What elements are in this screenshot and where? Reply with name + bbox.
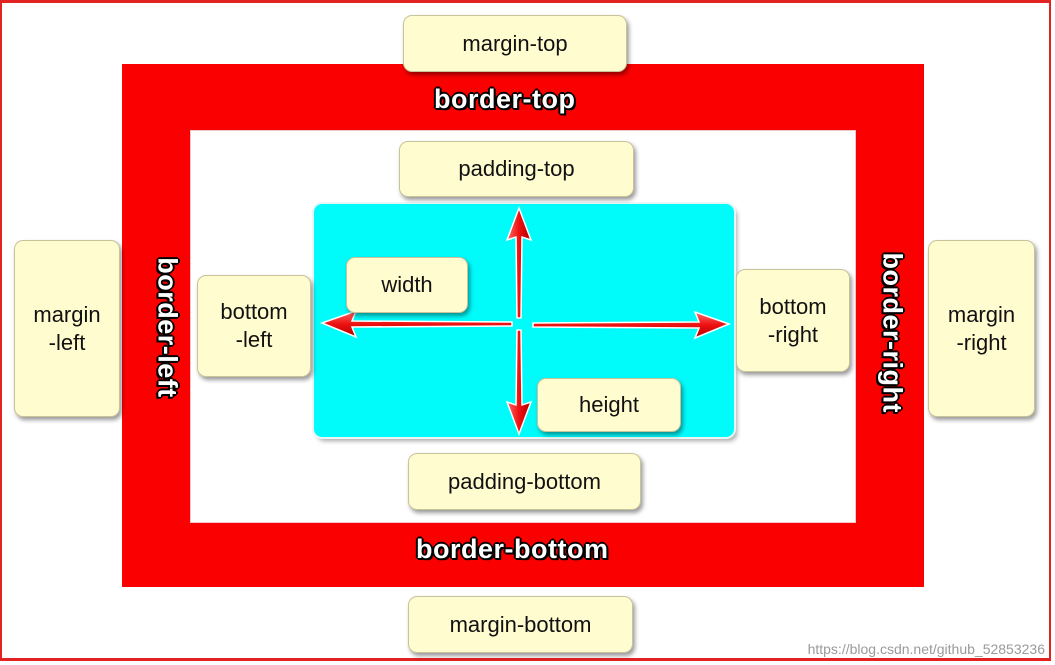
padding-right-label: bottom -right [736,269,850,372]
height-label: height [537,378,681,432]
margin-right-text: margin -right [947,301,1016,355]
margin-right-label: margin -right [928,240,1035,417]
margin-left-label: margin -left [14,240,120,417]
padding-top-label: padding-top [399,141,634,197]
margin-top-text: margin-top [462,30,568,56]
width-label: width [346,257,468,313]
arrow-right-icon [532,310,732,340]
arrow-down-icon [505,329,533,437]
border-top-text: border-top [434,84,576,114]
padding-left-label: bottom -left [197,275,311,377]
padding-top-text: padding-top [458,156,575,181]
margin-top-label: margin-top [403,15,627,72]
margin-bottom-label: margin-bottom [408,596,633,653]
border-bottom-text: border-bottom [416,534,609,564]
padding-bottom-label: padding-bottom [408,453,641,510]
arrow-up-icon [505,205,533,319]
padding-right-text: bottom -right [759,293,827,347]
arrow-left-icon [319,309,513,339]
width-text: width [381,272,433,297]
margin-bottom-text: margin-bottom [449,611,592,637]
margin-left-text: margin -left [33,301,101,355]
padding-left-text: bottom -left [220,299,288,352]
watermark-text: https://blog.csdn.net/github_52853236 [807,641,1045,657]
height-text: height [579,392,639,417]
padding-bottom-text: padding-bottom [448,468,601,494]
